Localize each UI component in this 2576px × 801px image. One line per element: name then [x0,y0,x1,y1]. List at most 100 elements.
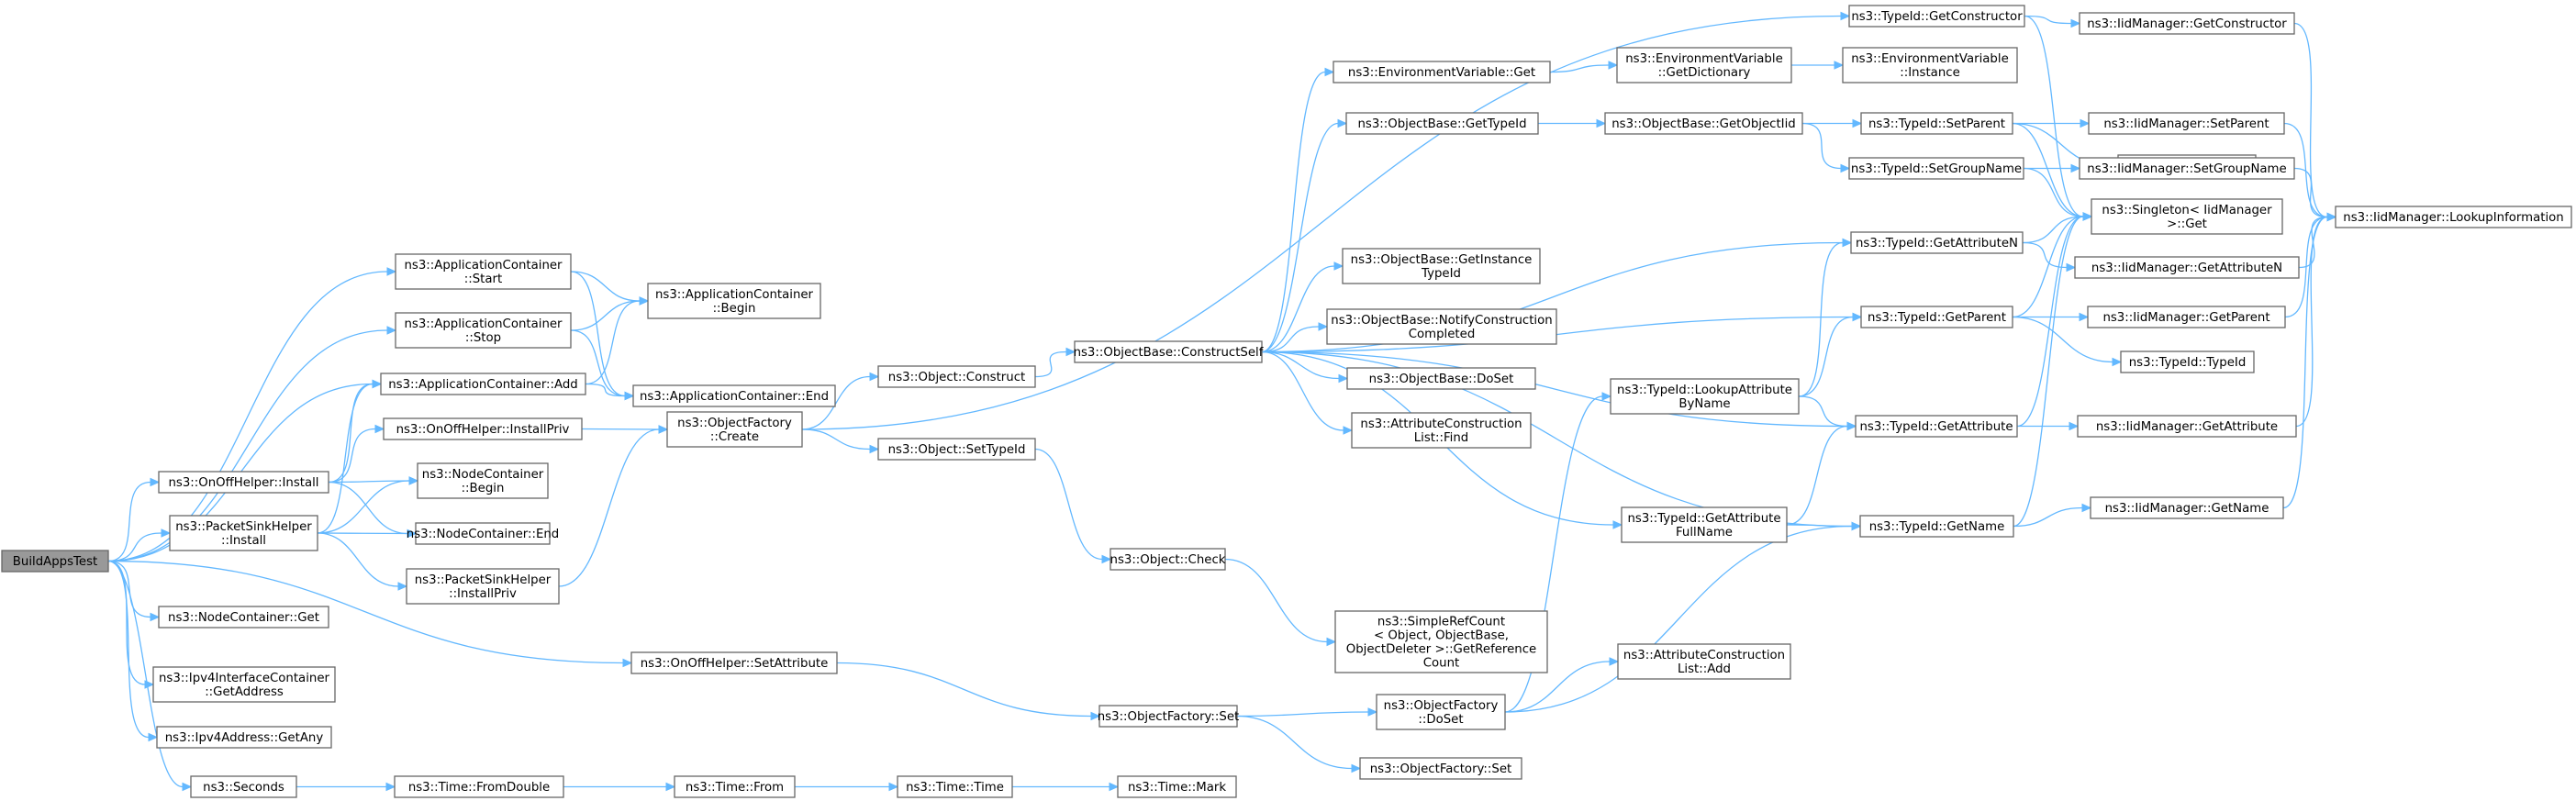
node-tiGetAttrN[interactable]: ns3::TypeId::GetAttributeN [1850,231,2024,254]
node-srcGetRef[interactable]: ns3::SimpleRefCount< Object, ObjectBase,… [1334,610,1548,673]
node-psInstallPriv[interactable]: ns3::PacketSinkHelper::InstallPriv [406,568,560,605]
node-envGet[interactable]: ns3::EnvironmentVariable::Get [1333,61,1551,83]
node-timeFromDouble[interactable]: ns3::Time::FromDouble [394,775,564,798]
node-singletonGet[interactable]: ns3::Singleton< IidManager >::Get [2091,198,2283,235]
call-edge-obGetObjectIid-to-tiSetGroupName [1801,122,1851,173]
node-ofDoSet[interactable]: ns3::ObjectFactory::DoSet [1376,694,1506,730]
node-objConstruct[interactable]: ns3::Object::Construct [877,365,1036,388]
edge-arrowhead [1065,347,1076,357]
node-onoffInstall[interactable]: ns3::OnOffHelper::Install [158,471,329,494]
node-ncGet[interactable]: ns3::NodeContainer::Get [158,606,329,629]
node-label: ns3::Time::Time [906,781,1004,795]
node-label: ns3::TypeId::SetParent [1868,117,2005,131]
node-obGetObjectIid[interactable]: ns3::ObjectBase::GetObjectIid [1604,112,1803,135]
node-label: ns3::IidManager::GetParent [2102,311,2269,325]
edge-line [317,383,374,534]
call-edge-envGetDict-to-envInstance [1791,61,1845,70]
edge-line [558,428,660,587]
edge-arrowhead [665,782,676,792]
node-box [2090,496,2284,519]
call-edge-onoffInstall-to-appAdd [328,379,383,484]
call-edge-obConstructSelf-to-obDoSet [1261,350,1349,384]
node-appEnd[interactable]: ns3::ApplicationContainer::End [632,384,836,407]
node-tiGetParent[interactable]: ns3::TypeId::GetParent [1860,306,2013,328]
call-edge-tiLookupAttr-to-tiGetAttrN [1798,238,1853,397]
node-objCheck[interactable]: ns3::Object::Check [1110,548,1226,571]
node-timeTime[interactable]: ns3::Time::Time [897,775,1013,798]
node-label: >::Get [2167,217,2207,231]
edge-line [107,560,184,788]
call-edge-ofCreate-to-objSetTypeId [801,428,880,454]
node-appStart[interactable]: ns3::ApplicationContainer::Start [395,253,572,290]
node-tiGetConstructor[interactable]: ns3::TypeId::GetConstructor [1848,5,2025,28]
node-tiSetGroupName[interactable]: ns3::TypeId::SetGroupName [1848,157,2024,180]
node-tiSetParent[interactable]: ns3::TypeId::SetParent [1860,112,2013,135]
node-tiTypeId[interactable]: ns3::TypeId::TypeId [2120,350,2255,373]
node-imGetAttribute[interactable]: ns3::IidManager::GetAttribute [2077,415,2297,438]
node-obConstructSelf[interactable]: ns3::ObjectBase::ConstructSelf [1074,340,1264,363]
node-imGetConstructor[interactable]: ns3::IidManager::GetConstructor [2079,12,2295,35]
node-ofSet2[interactable]: ns3::ObjectFactory::Set [1359,757,1522,780]
node-obNotify[interactable]: ns3::ObjectBase::NotifyConstructionCompl… [1326,308,1557,345]
node-label: ::Begin [462,482,505,495]
node-label: ns3::ObjectBase::ConstructSelf [1074,346,1264,360]
node-objSetTypeId[interactable]: ns3::Object::SetTypeId [877,438,1036,461]
node-ipv4Ifc[interactable]: ns3::Ipv4InterfaceContainer::GetAddress [152,666,336,703]
node-label: ::InstallPriv [449,587,517,601]
node-envInstance[interactable]: ns3::EnvironmentVariable::Instance [1842,47,2018,83]
node-ncEnd[interactable]: ns3::NodeContainer::End [407,522,559,545]
edge-line [2283,122,2328,218]
node-seconds[interactable]: ns3::Seconds [190,775,297,798]
node-label: ns3::TypeId::GetConstructor [1851,10,2023,24]
node-appAdd[interactable]: ns3::ApplicationContainer::Add [380,373,586,395]
node-tiGetName[interactable]: ns3::TypeId::GetName [1859,515,2014,538]
call-edge-tiGetConstructor-to-imGetConstructor [2024,15,2081,28]
node-obDoSet[interactable]: ns3::ObjectBase::DoSet [1346,367,1536,390]
node-box [158,606,329,629]
node-root[interactable]: BuildAppsTest [1,550,109,573]
edge-line [570,271,626,397]
node-imSetGroupName[interactable]: ns3::IidManager::SetGroupName [2079,157,2295,180]
node-imGetAttrN[interactable]: ns3::IidManager::GetAttributeN [2074,256,2300,279]
edge-arrowhead [1601,392,1612,401]
node-tiGetAttribute[interactable]: ns3::TypeId::GetAttribute [1855,415,2018,438]
node-onoffInstallPriv[interactable]: ns3::OnOffHelper::InstallPriv [383,417,583,440]
node-onoffSetAttr[interactable]: ns3::OnOffHelper::SetAttribute [630,651,838,674]
edge-arrowhead [1101,554,1112,564]
node-label: ns3::TypeId::GetParent [1868,311,2006,325]
node-imLookupInfo[interactable]: ns3::IidManager::LookupInformation [2335,206,2572,228]
call-edge-imGetConstructor-to-imLookupInfo [2293,22,2337,222]
edge-line [107,560,624,664]
edge-arrowhead [408,476,419,485]
node-timeFrom[interactable]: ns3::Time::From [674,775,796,798]
node-label: ns3::Ipv4InterfaceContainer [159,672,330,685]
node-label: ns3::ApplicationContainer::Add [388,378,578,392]
edge-arrowhead [2070,163,2081,173]
node-imGetParent[interactable]: ns3::IidManager::GetParent [2087,306,2286,328]
node-label: ns3::PacketSinkHelper [175,520,312,534]
node-box [1617,643,1791,680]
call-edge-ofDoSet-to-acAdd [1504,657,1620,713]
edge-line [836,662,1092,718]
node-ipv4Any[interactable]: ns3::Ipv4Address::GetAny [156,726,332,749]
node-imGetName[interactable]: ns3::IidManager::GetName [2090,496,2284,519]
node-ofCreate[interactable]: ns3::ObjectFactory::Create [666,411,803,448]
node-imSetParent[interactable]: ns3::IidManager::SetParent [2088,112,2285,135]
node-ofSet[interactable]: ns3::ObjectFactory::Set [1098,705,1239,728]
edge-line [1504,525,1853,713]
node-envGetDict[interactable]: ns3::EnvironmentVariable::GetDictionary [1616,47,1792,83]
node-appStop[interactable]: ns3::ApplicationContainer::Stop [395,312,572,349]
node-timeMark[interactable]: ns3::Time::Mark [1117,775,1237,798]
node-obGetTypeId[interactable]: ns3::ObjectBase::GetTypeId [1345,112,1539,135]
node-appBegin[interactable]: ns3::ApplicationContainer::Begin [647,283,821,319]
call-edge-tiGetParent-to-tiTypeId [2012,316,2123,367]
call-edge-root-to-onoffInstall [107,477,161,562]
edge-line [1504,395,1603,713]
node-psInstall[interactable]: ns3::PacketSinkHelper::Install [169,515,318,551]
node-ncBegin[interactable]: ns3::NodeContainer::Begin [417,462,549,499]
